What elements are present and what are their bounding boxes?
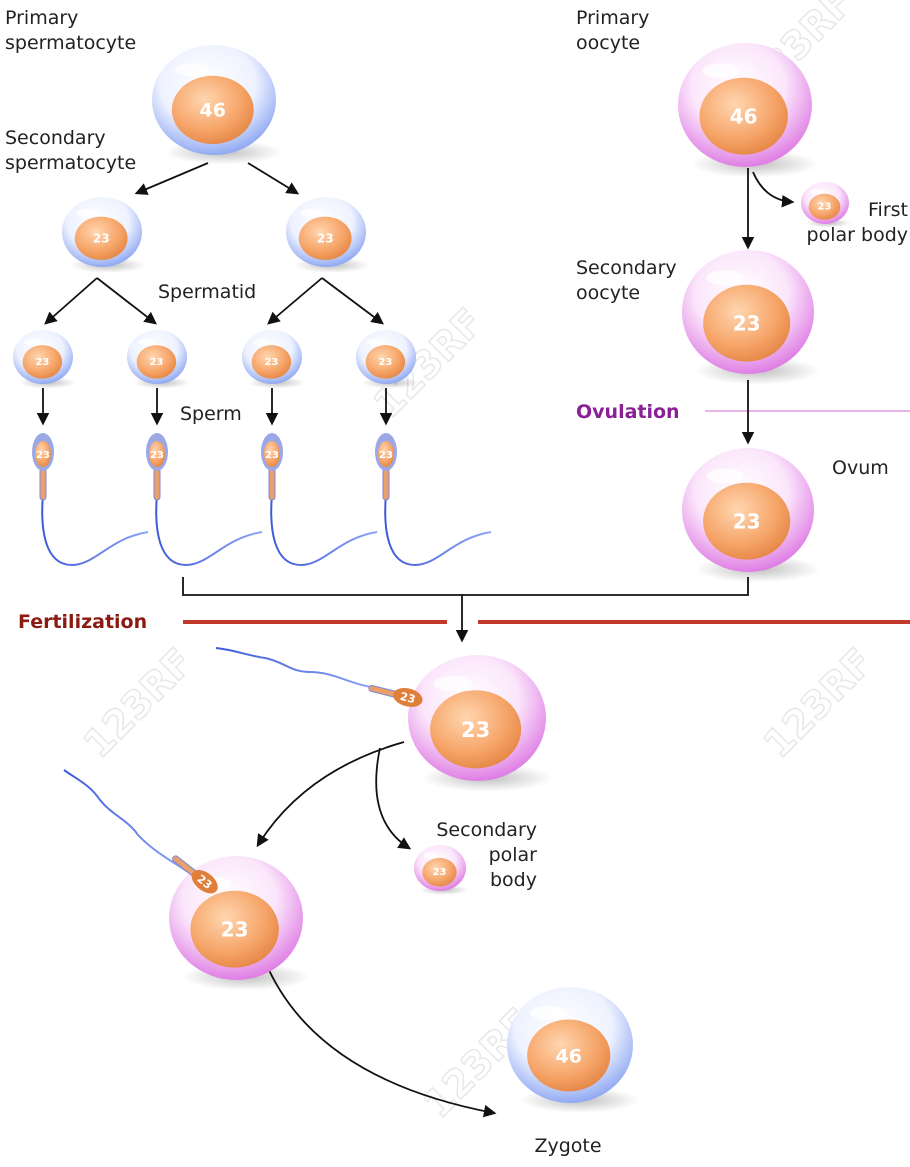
sperm-midpiece	[383, 468, 389, 500]
highlight	[706, 468, 743, 483]
fertilized-egg: 23	[408, 655, 553, 792]
ovum-label: Ovum	[832, 457, 889, 479]
highlight	[434, 676, 473, 691]
sperm-midpiece	[269, 468, 275, 500]
spermatid: 23	[356, 330, 419, 389]
chromosome-count: 23	[264, 357, 278, 368]
spermatid: 23	[127, 330, 190, 389]
chromosome-count: 23	[36, 450, 50, 461]
chromosome-count: 23	[733, 509, 761, 533]
highlight	[703, 63, 741, 78]
secondary-polar-body: 23	[414, 845, 469, 895]
chromosome-count: 23	[149, 357, 163, 368]
watermark: 123RF	[75, 640, 201, 766]
sperm-midpiece	[154, 468, 160, 500]
bracket-line	[183, 577, 748, 595]
chromosome-count: 23	[818, 201, 832, 212]
fertilization-label: Fertilization	[18, 611, 147, 633]
highlight	[138, 339, 155, 345]
highlight	[175, 63, 210, 76]
secondary-spermatocyte: 23	[62, 197, 146, 273]
egg-with-sperm: 23	[169, 856, 310, 991]
ovum: 23	[682, 448, 821, 583]
chromosome-count: 23	[461, 718, 490, 742]
arrow	[269, 278, 322, 323]
sperm: 23	[146, 433, 168, 500]
sperm: 23	[32, 433, 54, 500]
highlight	[530, 1006, 565, 1020]
highlight	[77, 209, 99, 217]
highlight	[24, 339, 41, 345]
chromosome-count: 23	[265, 450, 279, 461]
chromosome-count: 23	[433, 867, 447, 878]
arrow	[248, 163, 297, 193]
chromosome-count: 23	[221, 918, 249, 942]
chromosome-count: 23	[379, 450, 393, 461]
arrow	[322, 278, 382, 323]
arrow	[137, 163, 208, 193]
zygote-label: Zygote	[534, 1135, 601, 1157]
watermark: 123RF	[755, 640, 881, 766]
zygote: 46	[507, 987, 639, 1113]
arrow	[258, 742, 404, 845]
sperm: 23	[261, 433, 283, 500]
sperm-label: Sperm	[180, 403, 242, 425]
sperm-midpiece	[40, 468, 46, 500]
secondary-oocyte: 23	[682, 250, 821, 385]
chromosome-count: 23	[378, 357, 392, 368]
first-polar-body: 23	[801, 182, 851, 228]
chromosome-count: 23	[35, 357, 49, 368]
arrow	[46, 278, 97, 323]
arrow	[376, 748, 409, 848]
spermatid: 23	[242, 330, 305, 389]
spermatid: 23	[13, 330, 76, 389]
chromosome-count: 23	[733, 311, 761, 335]
chromosome-count: 46	[556, 1045, 582, 1067]
primary-spermatocyte: 46	[152, 45, 282, 164]
secondary-spermatocyte: 23	[286, 197, 370, 273]
highlight	[301, 209, 323, 217]
arrow	[97, 278, 155, 323]
chromosome-count: 23	[317, 232, 334, 246]
fertilizing-sperm: 23	[367, 679, 425, 710]
arrows	[43, 163, 792, 1113]
chromosome-count: 46	[200, 100, 226, 122]
sperm: 23	[375, 433, 397, 500]
ovulation-label: Ovulation	[576, 401, 680, 423]
highlight	[424, 853, 439, 859]
chromosome-count: 23	[93, 232, 110, 246]
highlight	[810, 189, 823, 194]
chromosome-count: 23	[150, 450, 164, 461]
highlight	[367, 339, 384, 345]
spermatid-label: Spermatid	[158, 281, 256, 303]
highlight	[253, 339, 270, 345]
highlight	[706, 270, 743, 285]
chromosome-count: 46	[730, 105, 758, 129]
